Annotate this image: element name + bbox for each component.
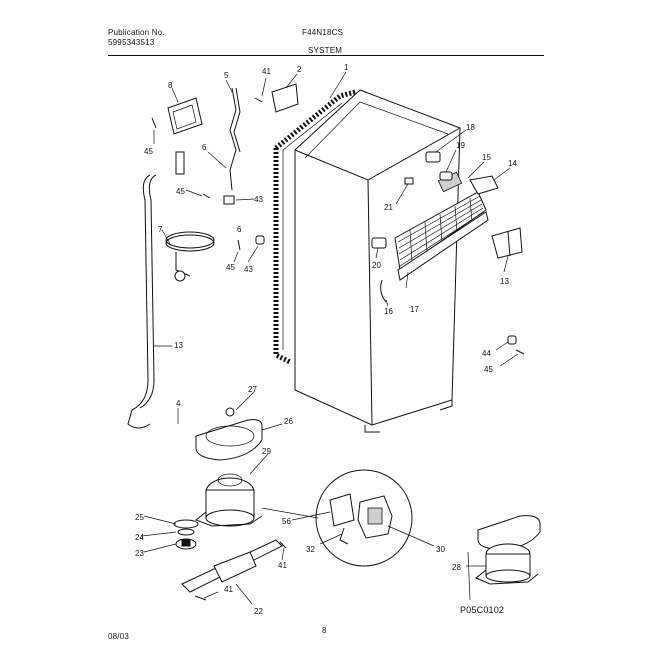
callout-13-left: 13: [174, 341, 183, 350]
coiled-cord: [165, 231, 215, 282]
access-panel: [167, 97, 203, 135]
callout-7: 7: [158, 225, 163, 234]
model-number: F44N18CS: [302, 28, 344, 37]
door-gasket-heater: [273, 89, 356, 365]
drain-tube: [380, 279, 387, 303]
footer-date: 08/03: [108, 632, 130, 641]
callout-22: 22: [254, 607, 263, 616]
publication-label: Publication No.: [108, 28, 165, 37]
callout-25: 25: [135, 513, 144, 522]
callout-24: 24: [135, 533, 144, 542]
compressor: [195, 473, 263, 527]
callout-56: 56: [282, 517, 291, 526]
callout-19: 19: [456, 141, 465, 150]
callout-2: 2: [297, 65, 302, 74]
base-rail: [181, 539, 287, 601]
callout-15: 15: [482, 153, 491, 162]
leader-lines: [141, 71, 519, 605]
callout-43-lower: 43: [244, 265, 253, 274]
callout-17: 17: [410, 305, 419, 314]
callout-20: 20: [372, 261, 381, 270]
right-screws: [507, 335, 525, 355]
callout-5: 5: [224, 71, 229, 80]
wire-harness: [223, 87, 241, 205]
suction-line-tubing: [127, 151, 185, 429]
figure-code: P05C0102: [460, 605, 505, 615]
callout-45-lower: 45: [226, 263, 235, 272]
compressor-mount-detail: [467, 515, 541, 601]
callout-4: 4: [176, 399, 181, 408]
callout-30: 30: [436, 545, 445, 554]
callout-45-left: 45: [144, 147, 153, 156]
callout-8: 8: [168, 81, 173, 90]
callout-6-top: 6: [202, 143, 207, 152]
callout-21: 21: [384, 203, 393, 212]
callout-23: 23: [135, 549, 144, 558]
callout-labels: 1 2 4 5 6 6 7 8 13 13 14 15 16 17 18 19 …: [135, 63, 517, 616]
callout-44: 44: [482, 349, 491, 358]
right-bracket: [491, 227, 523, 259]
callout-29: 29: [262, 447, 271, 456]
callout-28: 28: [452, 563, 461, 572]
callout-27: 27: [248, 385, 257, 394]
header-rule: [108, 55, 544, 56]
callout-6-lower: 6: [237, 225, 242, 234]
section-title: SYSTEM: [308, 46, 343, 55]
callout-1: 1: [344, 63, 349, 72]
callout-41-bottom: 41: [224, 585, 233, 594]
callout-41-mid: 41: [278, 561, 287, 570]
grommet-stack: [173, 519, 199, 550]
callout-14: 14: [508, 159, 517, 168]
refrigerator-cabinet: [294, 89, 461, 433]
publication-number: 5995343513: [108, 38, 155, 47]
callout-43-top: 43: [254, 195, 263, 204]
page-number: 8: [322, 626, 327, 635]
top-bracket: [271, 83, 299, 113]
callout-18: 18: [466, 123, 475, 132]
callout-41-top: 41: [262, 67, 271, 76]
left-fasteners: [151, 97, 265, 251]
condenser-coil: [394, 171, 499, 281]
callout-45-right: 45: [484, 365, 493, 374]
callout-13-right: 13: [500, 277, 509, 286]
drain-pan: [195, 407, 263, 461]
callout-32: 32: [306, 545, 315, 554]
callout-26: 26: [284, 417, 293, 426]
callout-16: 16: [384, 307, 393, 316]
relay-detail-callout: [261, 469, 413, 567]
callout-45-mid: 45: [176, 187, 185, 196]
